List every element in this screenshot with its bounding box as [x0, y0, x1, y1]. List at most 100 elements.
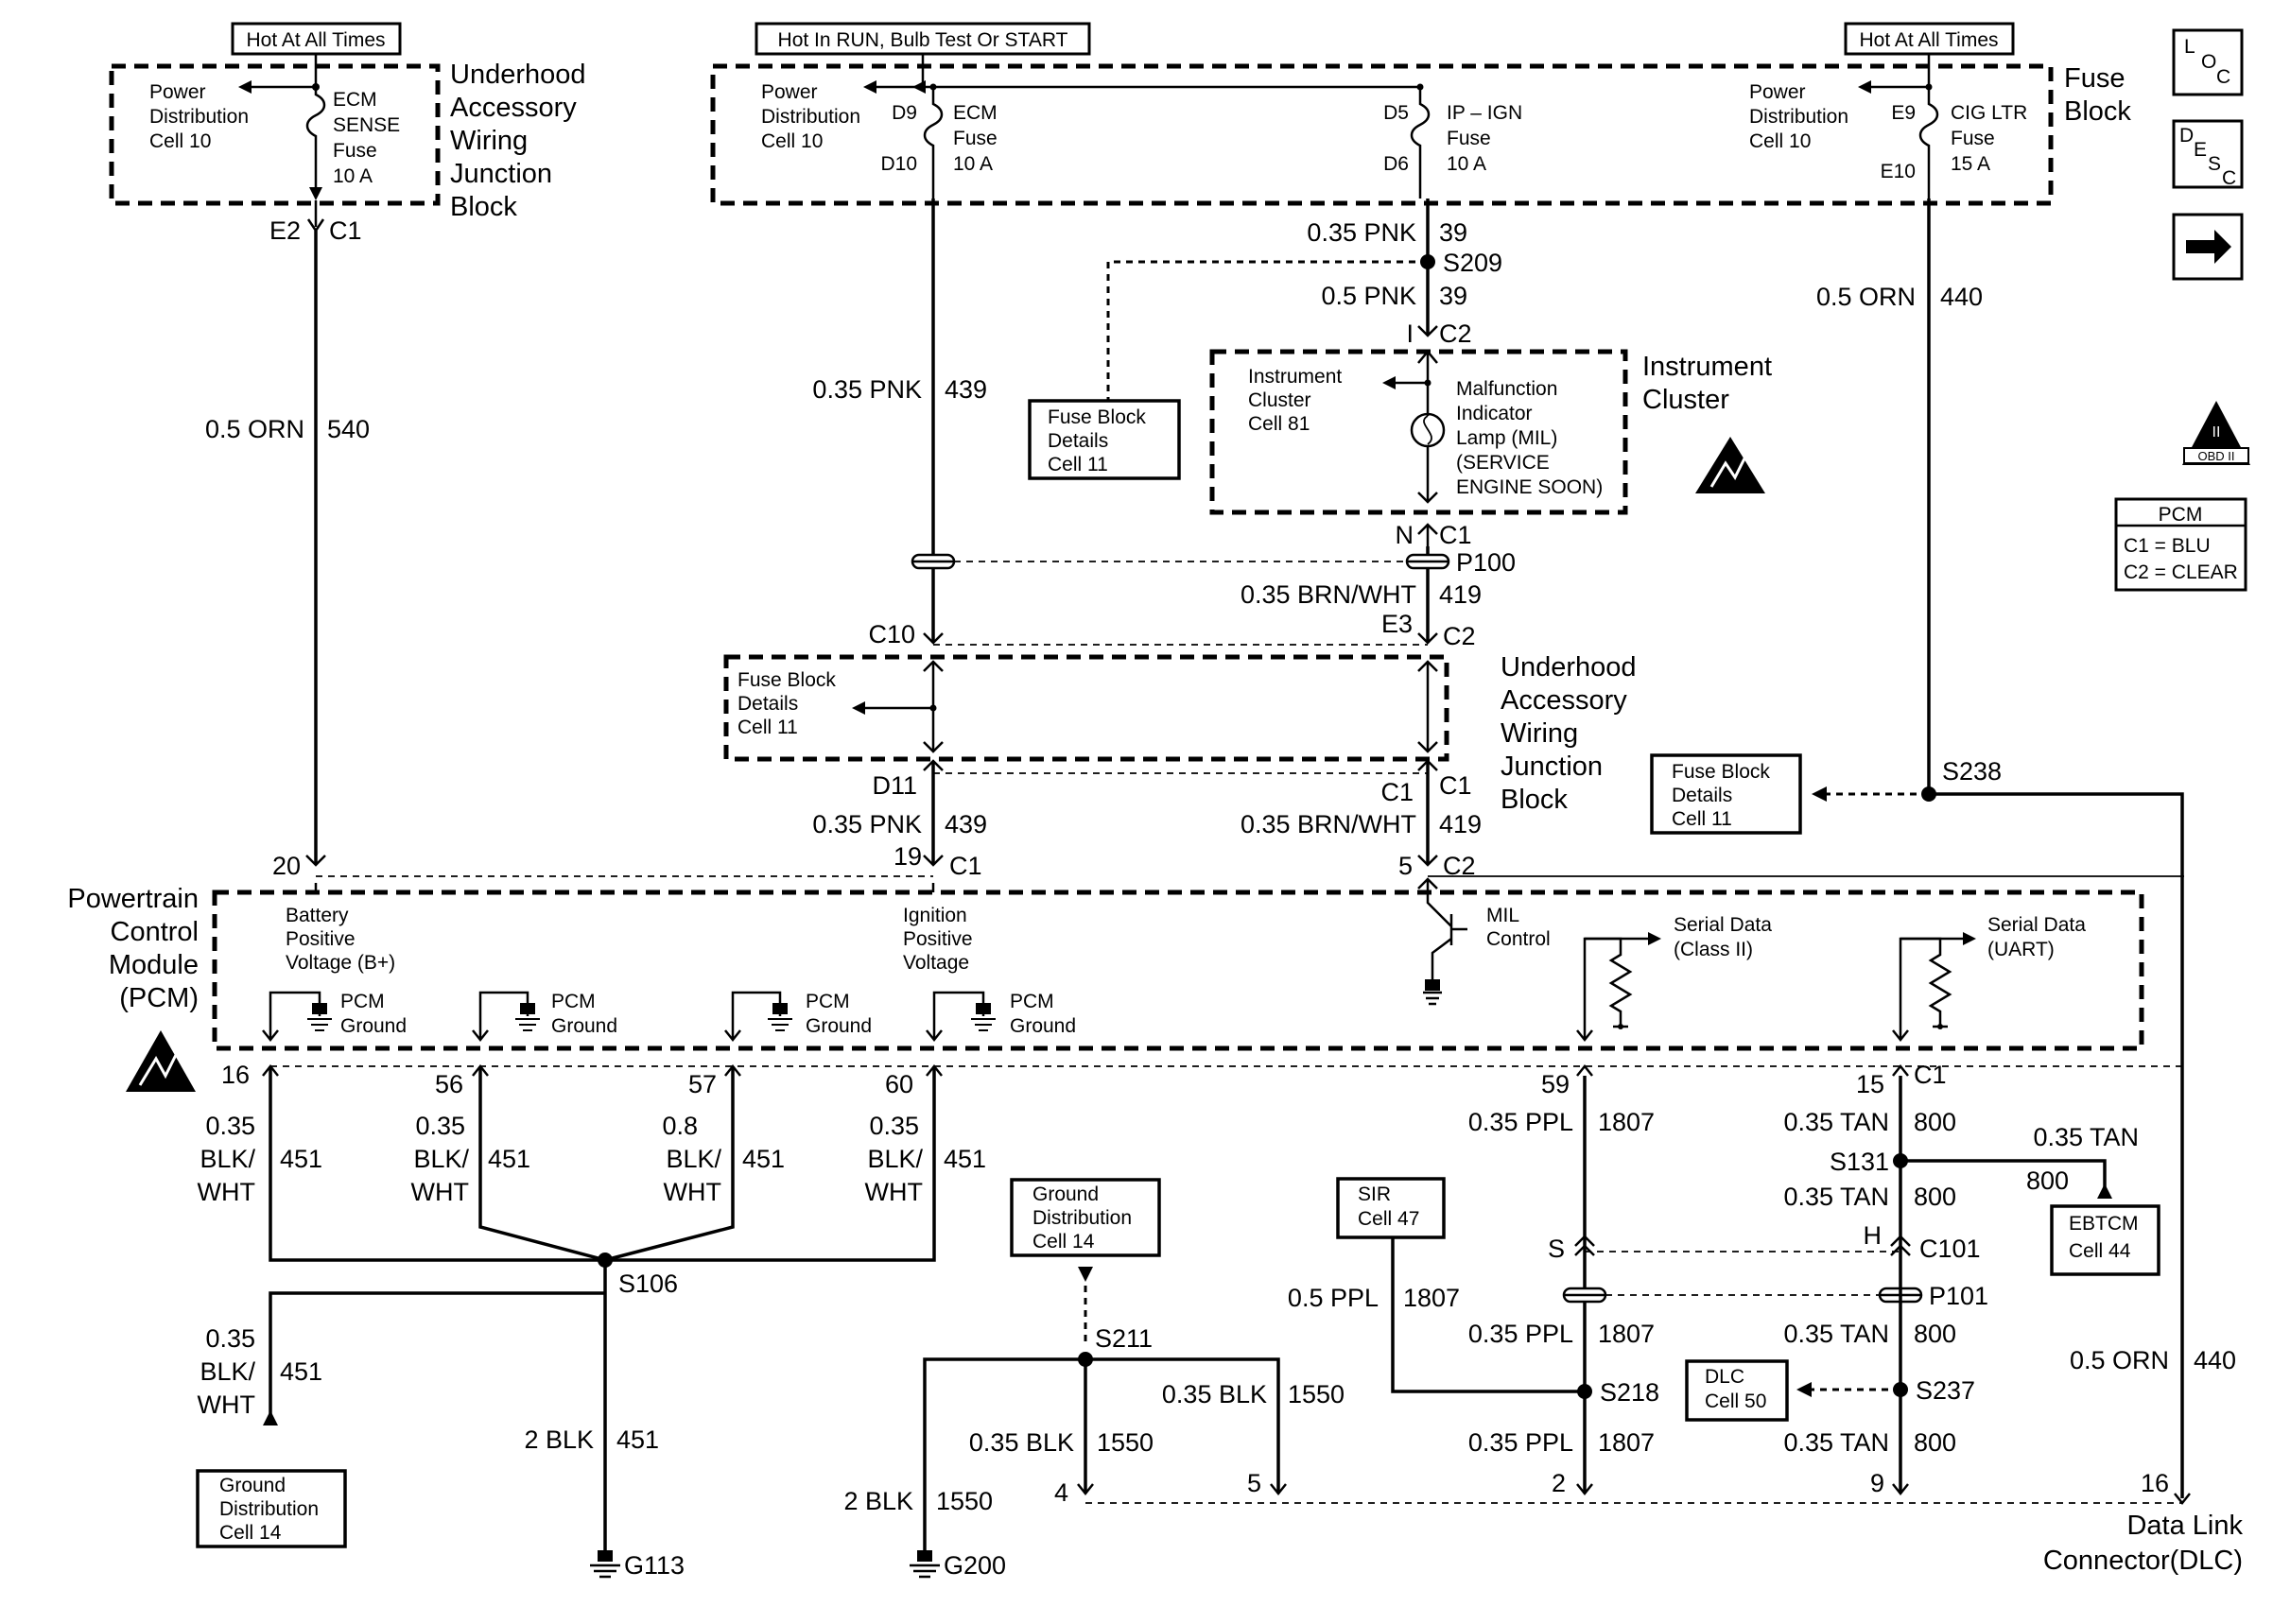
svg-text:440: 440 [2194, 1346, 2236, 1374]
svg-text:WHT: WHT [865, 1178, 923, 1206]
svg-text:Junction: Junction [450, 159, 552, 189]
ref-dlc50[interactable]: DLC Cell 50 [1685, 1359, 1789, 1422]
svg-text:1807: 1807 [1403, 1284, 1460, 1312]
svg-text:0.5 ORN: 0.5 ORN [205, 415, 304, 443]
svg-text:Block: Block [2064, 96, 2131, 127]
desc-icon[interactable]: D E S C [2172, 119, 2244, 189]
conn-d11: D11 [872, 771, 917, 800]
svg-text:Power: Power [149, 81, 206, 103]
ref-fuse-block-1[interactable]: Fuse Block Details Cell 11 [1028, 399, 1181, 480]
svg-text:BLK/: BLK/ [200, 1357, 255, 1386]
ref-fuse-block-3[interactable]: Fuse Block Details Cell 11 [1650, 753, 1802, 835]
svg-text:SENSE: SENSE [333, 114, 400, 136]
svg-text:Battery: Battery [286, 905, 349, 926]
svg-text:DLC: DLC [1705, 1366, 1744, 1388]
svg-text:D6: D6 [1383, 153, 1409, 175]
conn-i-c2: I C2 [1406, 320, 1471, 348]
ref-ground-dist-2[interactable]: Ground Distribution Cell 14 [1010, 1178, 1161, 1257]
svg-text:451: 451 [280, 1145, 322, 1173]
svg-text:2: 2 [1552, 1469, 1566, 1497]
svg-text:C: C [2216, 66, 2230, 88]
svg-text:Block: Block [450, 192, 517, 222]
svg-text:S209: S209 [1443, 249, 1502, 277]
svg-text:C2: C2 [1443, 852, 1476, 880]
pcm-ground-icon: PCM Ground [262, 991, 407, 1043]
pcm-pin-numbers: 16 56 57 60 59 15 C1 [221, 1061, 1947, 1098]
svg-text:CIG LTR: CIG LTR [1951, 102, 2027, 124]
svg-text:0.35 BLK: 0.35 BLK [1162, 1380, 1267, 1408]
svg-text:S218: S218 [1600, 1378, 1659, 1407]
label-blk16: 0.35 BLK/ WHT 451 [198, 1112, 323, 1206]
svg-text:1550: 1550 [1097, 1428, 1154, 1457]
svg-text:10 A: 10 A [953, 153, 993, 175]
svg-text:Cell 10: Cell 10 [149, 130, 211, 152]
svg-text:0.35: 0.35 [205, 1324, 255, 1353]
ref-sir[interactable]: SIR Cell 47 [1336, 1177, 1446, 1239]
svg-text:Serial Data: Serial Data [1674, 914, 1772, 936]
svg-text:D11: D11 [872, 771, 917, 800]
header-hot-center: Hot In RUN, Bulb Test Or START [755, 22, 1091, 56]
label-g113: G113 [624, 1551, 685, 1580]
serial-data-uart-icon [1892, 932, 1976, 1043]
conn-n-c1: N C1 [1396, 521, 1472, 549]
svg-text:Fuse Block: Fuse Block [1672, 761, 1770, 783]
dlc-pins: 4 5 2 9 16 [1054, 1469, 2169, 1507]
svg-text:Cell 81: Cell 81 [1248, 413, 1310, 435]
svg-text:0.35 TAN: 0.35 TAN [1783, 1320, 1889, 1348]
svg-text:I: I [1406, 320, 1414, 348]
label-ppl-c: 0.35 PPL 1807 [1468, 1428, 1655, 1457]
svg-text:Ground: Ground [1032, 1183, 1099, 1205]
connector-p100-icon [911, 553, 1450, 570]
svg-text:9: 9 [1870, 1469, 1884, 1497]
svg-text:39: 39 [1439, 282, 1467, 310]
pcm-ground-icon: PCM Ground [472, 991, 617, 1043]
svg-text:Cell 44: Cell 44 [2069, 1240, 2131, 1262]
svg-text:C: C [2222, 167, 2236, 189]
svg-text:Hot At All Times: Hot At All Times [246, 29, 385, 51]
svg-text:0.35 TAN: 0.35 TAN [1783, 1428, 1889, 1457]
ref-ground-dist-1[interactable]: Ground Distribution Cell 14 [196, 1469, 347, 1548]
svg-text:800: 800 [1914, 1428, 1956, 1457]
svg-text:C1: C1 [1439, 771, 1472, 800]
svg-text:Fuse Block: Fuse Block [1048, 406, 1146, 428]
svg-text:2 BLK: 2 BLK [843, 1487, 913, 1515]
svg-text:0.35: 0.35 [205, 1112, 255, 1140]
svg-text:S: S [2208, 153, 2221, 175]
svg-text:Distribution: Distribution [1749, 106, 1848, 128]
svg-text:PCM: PCM [1010, 991, 1054, 1012]
svg-text:C10: C10 [868, 620, 915, 648]
label-tan15: 0.35 TAN 800 [1783, 1108, 1956, 1136]
next-arrow-icon[interactable] [2172, 213, 2244, 281]
ref-ebtcm[interactable]: EBTCM Cell 44 [2050, 1204, 2160, 1276]
loc-icon[interactable]: L O C [2172, 28, 2244, 96]
svg-text:Data Link: Data Link [2126, 1511, 2243, 1541]
svg-text:0.8: 0.8 [662, 1112, 698, 1140]
svg-text:0.35 PPL: 0.35 PPL [1468, 1428, 1573, 1457]
pcm-sd2-label: Serial Data (Class II) [1674, 914, 1772, 960]
label-ppl-sir: 0.5 PPL 1807 [1288, 1284, 1460, 1312]
label-s218: S218 [1600, 1378, 1659, 1407]
ecm-fuse-icon [923, 87, 944, 199]
svg-text:800: 800 [1914, 1183, 1956, 1211]
svg-text:Details: Details [1048, 430, 1108, 452]
svg-text:451: 451 [944, 1145, 986, 1173]
label-blk1550b: 0.35 BLK 1550 [969, 1428, 1154, 1457]
ref-fuse-block-2[interactable]: Fuse Block Details Cell 11 [737, 669, 836, 738]
svg-text:E3: E3 [1381, 610, 1413, 638]
svg-text:Voltage: Voltage [903, 952, 969, 974]
pcm-ground-icon: PCM Ground [926, 991, 1076, 1043]
label-blk2: 2 BLK 451 [524, 1425, 659, 1454]
cig-ltr-fuse-label: CIG LTR Fuse 15 A [1951, 102, 2027, 175]
svg-text:Cell 11: Cell 11 [1672, 808, 1732, 830]
conn-19-c1: 19 C1 [894, 842, 982, 880]
svg-text:E10: E10 [1881, 161, 1916, 182]
svg-text:(Class II): (Class II) [1674, 939, 1753, 960]
dlc-label: Data Link Connector(DLC) [2043, 1511, 2244, 1576]
svg-text:5: 5 [1247, 1469, 1261, 1497]
svg-text:Ignition: Ignition [903, 905, 967, 926]
svg-text:800: 800 [1914, 1320, 1956, 1348]
label-blk57: 0.8 BLK/ WHT 451 [662, 1112, 785, 1206]
svg-text:WHT: WHT [198, 1178, 255, 1206]
svg-text:Fuse Block: Fuse Block [737, 669, 836, 691]
svg-text:Fuse: Fuse [1447, 128, 1491, 149]
